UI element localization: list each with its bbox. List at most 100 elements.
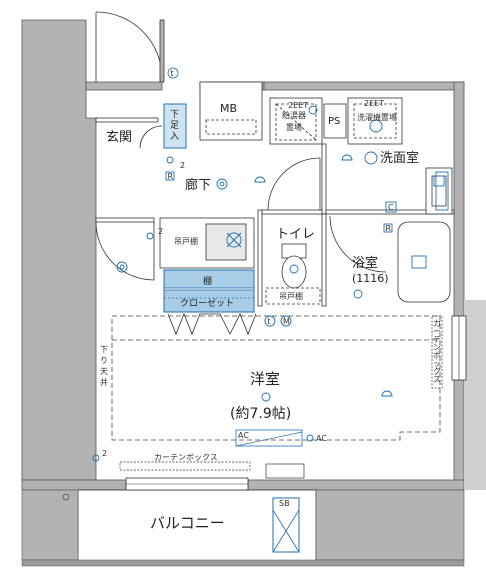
ac-diag <box>235 431 303 447</box>
shelf-label: 棚 <box>203 275 212 287</box>
closet-doors <box>167 312 257 336</box>
mb-inner <box>205 119 257 135</box>
lowered-ceiling-c0: 下 <box>100 345 108 354</box>
ps-label: PS <box>328 116 340 127</box>
ac-label-1: AC <box>238 431 249 440</box>
washer-label: 洗濯機置場 <box>357 112 397 122</box>
curtain-box-right-vertical: カ ー テ ン ボ ッ ク ス <box>433 319 441 384</box>
light-toilet <box>289 264 299 274</box>
curtain-right-c4: ボ <box>433 351 441 360</box>
western-outlet-right <box>381 390 393 397</box>
curtain-right-c7: ス <box>433 375 441 384</box>
wall-right-outer <box>464 300 486 490</box>
western-size-label: (約7.9帖) <box>230 406 291 422</box>
washroom-wall-left <box>321 143 327 215</box>
fixtures <box>92 103 449 462</box>
r-mark-2: R <box>386 224 392 233</box>
switch-m <box>280 315 292 327</box>
interior-walls <box>95 81 455 313</box>
2eet-label-2: 2EET <box>364 99 384 108</box>
light-genkan-inner <box>119 264 125 270</box>
water-heater-switch <box>308 105 318 115</box>
curtain-right-c0: カ <box>433 319 441 328</box>
ac-stand <box>265 463 305 479</box>
washer-box <box>347 97 403 145</box>
toilet-shelf <box>265 287 321 305</box>
genkan-door-arc <box>95 221 155 281</box>
t-mark-top <box>167 67 179 79</box>
genkan-wall <box>95 117 159 123</box>
kitchen-burner <box>226 232 242 248</box>
water-heater-inner <box>275 103 317 141</box>
balcony-label: バルコニー <box>150 514 225 532</box>
water-heater-label-1: 給湯器 <box>282 110 306 120</box>
sb-label: SB <box>279 499 290 508</box>
t-mark-top-label: t <box>171 69 174 78</box>
shoe-door-arc <box>139 125 163 149</box>
bath-wall-left <box>321 213 327 307</box>
shoe-box-outline <box>163 103 187 149</box>
toilet-label: トイレ <box>276 227 315 242</box>
wall-top-genkan <box>85 81 163 91</box>
closet-outline <box>163 269 255 313</box>
r-box-1 <box>165 171 175 181</box>
closet-label: クローゼット <box>180 297 234 309</box>
wall-top-right <box>263 81 465 91</box>
balcony-sb-cross-2 <box>272 509 300 553</box>
light-genkan <box>116 261 128 273</box>
hanging-shelf-kitchen: 吊戸棚 <box>174 236 198 246</box>
t-mark-2: t <box>268 317 271 326</box>
light-corridor <box>216 178 228 190</box>
mb-label: MB <box>220 102 237 115</box>
2eet-label-1: 2EET <box>288 101 308 110</box>
switch-t <box>264 315 276 327</box>
bath-size-label: (1116) <box>352 272 389 285</box>
kitchen-burner-x2 <box>226 232 242 248</box>
balcony-area: SB バルコニー <box>21 489 465 567</box>
entry-door <box>95 11 165 83</box>
curtain-box-right <box>431 315 443 389</box>
light-corridor-inner <box>219 181 225 187</box>
entry-door-frame <box>159 19 165 83</box>
curtain-box-bottom <box>119 461 251 471</box>
light-bath <box>353 289 363 299</box>
water-heater-label-2: 置場 <box>286 122 302 132</box>
washer-inner <box>353 103 397 139</box>
curtain-right-c2: テ <box>433 335 441 344</box>
lowered-ceiling-c2: 天 <box>100 367 108 376</box>
washbasin-mirror <box>435 171 449 211</box>
curtain-right-c5: ッ <box>433 359 441 368</box>
western-label: 洋室 <box>250 370 280 388</box>
corridor-door-arc <box>267 157 321 211</box>
r-box-2 <box>383 223 393 233</box>
toilet-wall-left <box>257 209 263 307</box>
c-box <box>385 201 397 213</box>
light-western <box>261 392 271 402</box>
balcony-sb-box <box>272 497 300 553</box>
ac-unit <box>235 429 303 447</box>
shoe-label-3: 入 <box>170 131 179 142</box>
bath-vent <box>411 255 427 269</box>
corridor-sensor <box>166 156 174 164</box>
water-heater-diag <box>275 103 317 141</box>
balcony-left-wall <box>21 489 79 561</box>
corridor-label: 廊下 <box>185 177 211 193</box>
lowered-ceiling-c1: り <box>100 356 108 365</box>
ps-box <box>323 103 347 139</box>
wall-bottom-left <box>21 479 127 491</box>
ac-outlet <box>306 434 314 442</box>
curtain-right-c6: ク <box>433 367 441 376</box>
balcony-rail-bottom <box>21 559 465 567</box>
entry-door-arc <box>95 11 163 79</box>
washer-fan <box>369 119 383 133</box>
sub-2-a: 2 <box>180 161 185 170</box>
ac-label-2: AC <box>316 434 327 443</box>
interior-doors <box>95 125 387 281</box>
genkan-label: 玄関 <box>106 130 132 145</box>
curtain-right-c3: ン <box>433 343 441 352</box>
wall-left <box>21 19 97 481</box>
wall-right <box>453 81 465 483</box>
washroom-fan <box>364 151 378 165</box>
lowered-ceiling-c3: 井 <box>100 377 108 387</box>
sub-2-b: 2 <box>158 227 163 236</box>
